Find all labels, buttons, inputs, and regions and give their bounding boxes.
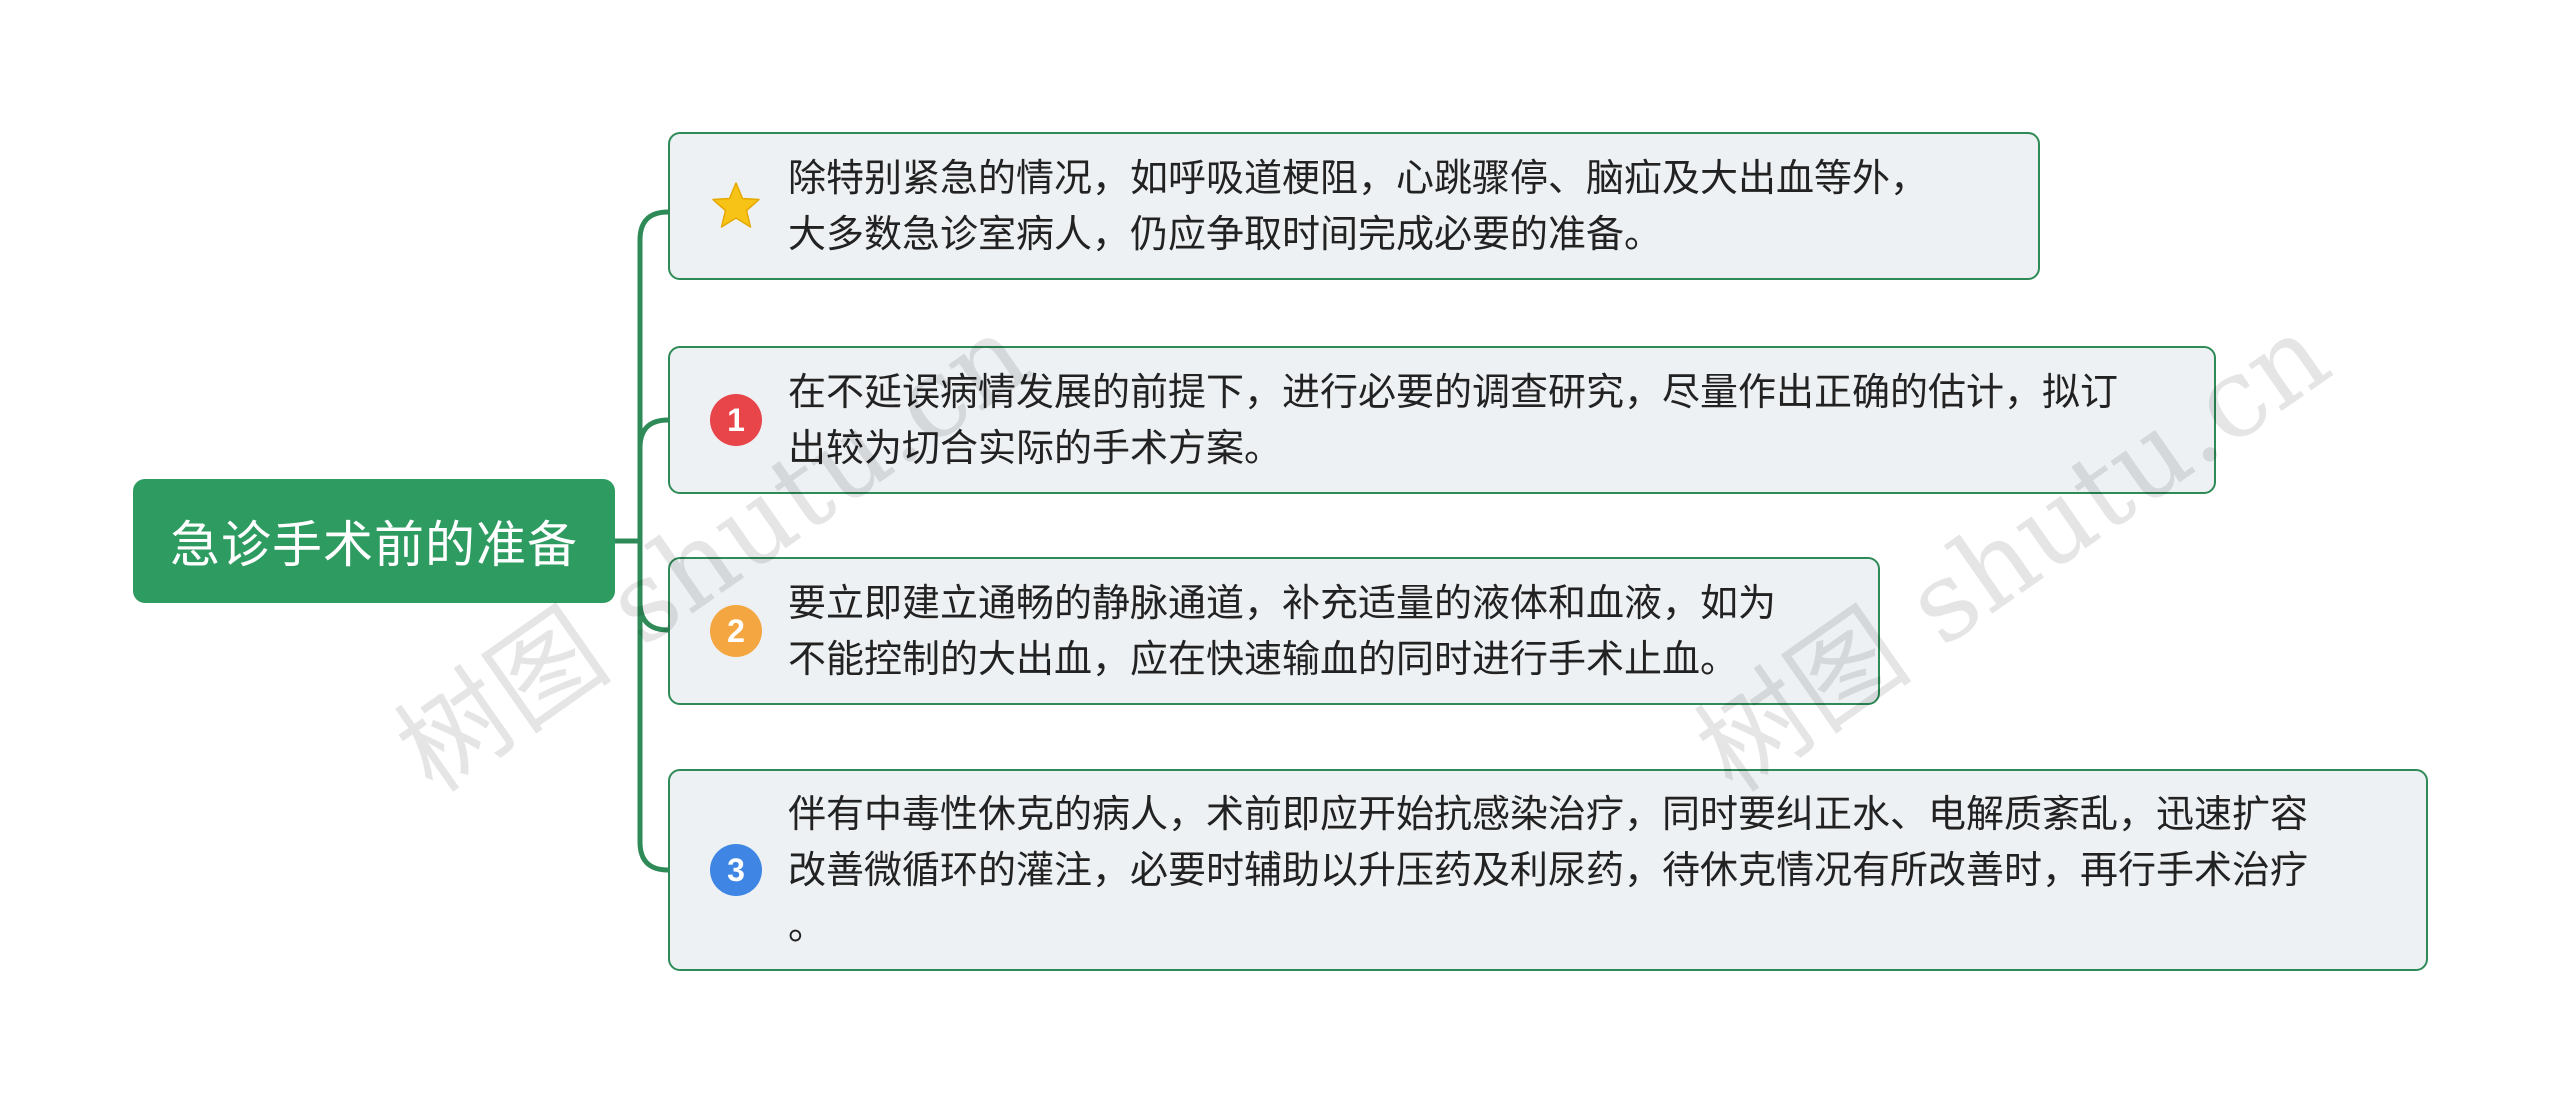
star-icon — [710, 180, 762, 232]
badge-number: 1 — [710, 394, 762, 446]
priority-1-icon: 1 — [710, 394, 762, 446]
branch-text-line: 不能控制的大出血，应在快速输血的同时进行手术止血。 — [788, 637, 1739, 681]
branch-text: 伴有中毒性休克的病人，术前即应开始抗感染治疗，同时要纠正水、电解质紊乱，迅速扩容… — [788, 786, 2396, 954]
branch-node-star[interactable]: 除特别紧急的情况，如呼吸道梗阻，心跳骤停、脑疝及大出血等外， 大多数急诊室病人，… — [668, 132, 2040, 280]
branch-text-line: 大多数急诊室病人，仍应争取时间完成必要的准备。 — [788, 212, 1663, 256]
branch-text-line: 除特别紧急的情况，如呼吸道梗阻，心跳骤停、脑疝及大出血等外， — [788, 156, 1929, 200]
connector-branch-3 — [637, 541, 669, 633]
branch-node-3[interactable]: 3 伴有中毒性休克的病人，术前即应开始抗感染治疗，同时要纠正水、电解质紊乱，迅速… — [668, 769, 2428, 971]
branch-node-1[interactable]: 1 在不延误病情发展的前提下，进行必要的调查研究，尽量作出正确的估计，拟订 出较… — [668, 346, 2216, 494]
branch-text-line: 出较为切合实际的手术方案。 — [788, 426, 1283, 470]
branch-text: 在不延误病情发展的前提下，进行必要的调查研究，尽量作出正确的估计，拟订 出较为切… — [788, 364, 2184, 476]
connector-branch-1 — [637, 209, 669, 541]
branch-text-line: 伴有中毒性休克的病人，术前即应开始抗感染治疗，同时要纠正水、电解质紊乱，迅速扩容 — [788, 792, 2309, 836]
branch-node-2[interactable]: 2 要立即建立通畅的静脉通道，补充适量的液体和血液，如为 不能控制的大出血，应在… — [668, 557, 1880, 705]
branch-text-line: 在不延误病情发展的前提下，进行必要的调查研究，尽量作出正确的估计，拟订 — [788, 370, 2119, 414]
branch-text-line: 改善微循环的灌注，必要时辅助以升压药及利尿药，待休克情况有所改善时，再行手术治疗 — [788, 848, 2309, 892]
connector-branch-2 — [637, 417, 669, 449]
branch-text: 要立即建立通畅的静脉通道，补充适量的液体和血液，如为 不能控制的大出血，应在快速… — [788, 575, 1848, 687]
branch-text-line: 。 — [788, 904, 827, 948]
priority-2-icon: 2 — [710, 605, 762, 657]
root-topic-label: 急诊手术前的准备 — [170, 516, 578, 574]
root-topic[interactable]: 急诊手术前的准备 — [133, 479, 615, 603]
priority-3-icon: 3 — [710, 844, 762, 896]
connector-branch-4 — [637, 541, 669, 873]
branch-text: 除特别紧急的情况，如呼吸道梗阻，心跳骤停、脑疝及大出血等外， 大多数急诊室病人，… — [788, 150, 2008, 262]
badge-number: 3 — [710, 844, 762, 896]
branch-text-line: 要立即建立通畅的静脉通道，补充适量的液体和血液，如为 — [788, 581, 1777, 625]
badge-number: 2 — [710, 605, 762, 657]
